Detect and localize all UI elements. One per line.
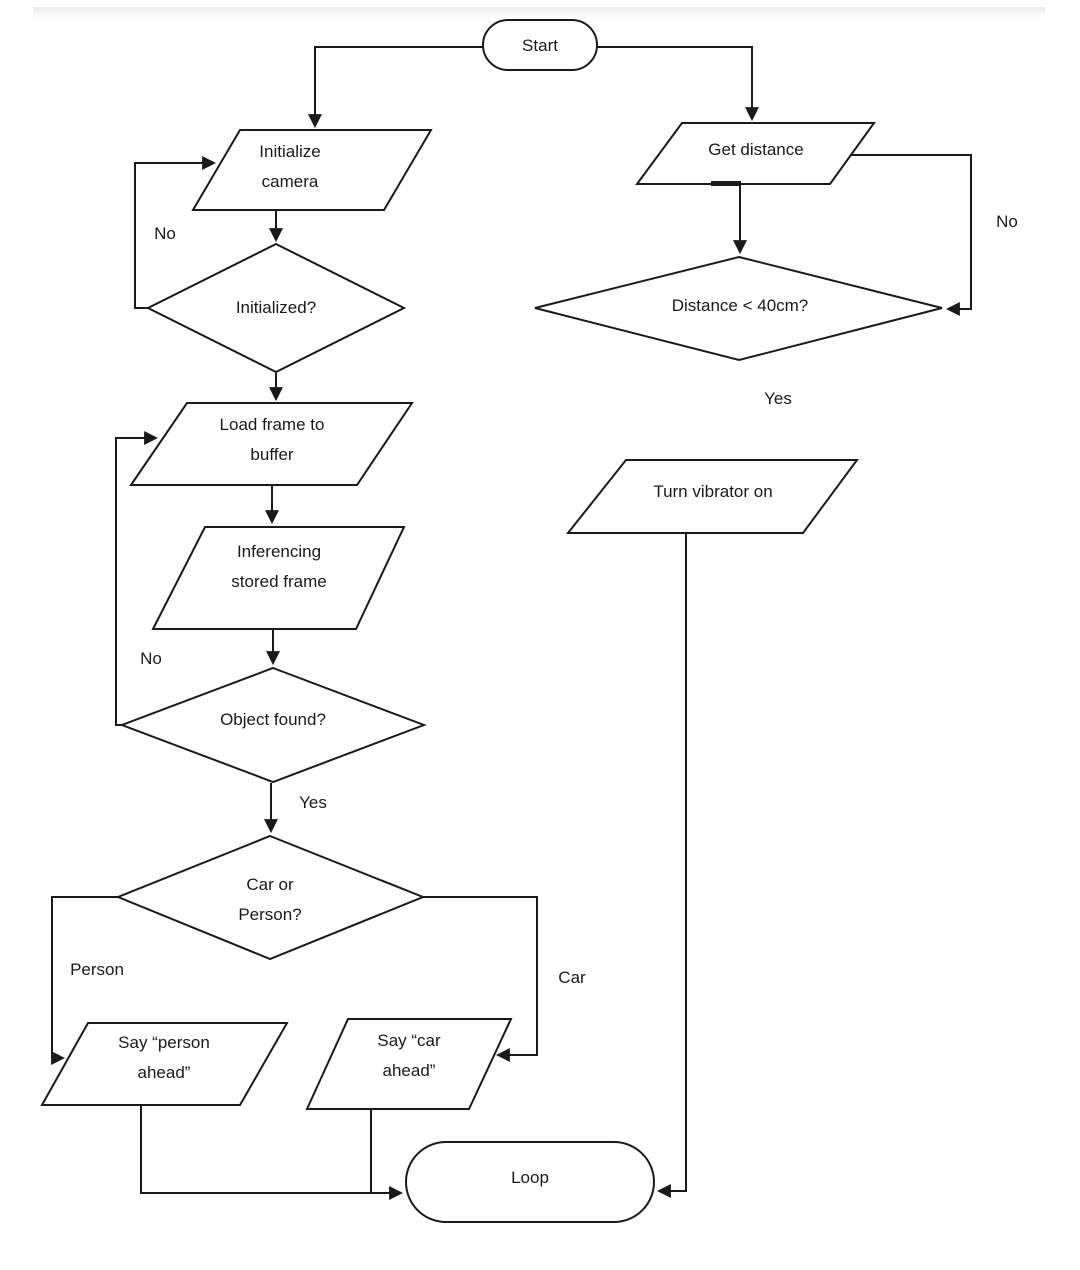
say-person-node (40, 1022, 289, 1106)
connector-say-person-to-loop (140, 1106, 404, 1200)
load-frame-label: Load frame to buffer (220, 410, 325, 470)
label-line: stored frame (231, 572, 327, 591)
initialize-camera-label: Initialize camera (259, 137, 320, 197)
initialize-camera-node (191, 129, 433, 211)
label-line: Say “person (118, 1033, 210, 1052)
connector-start-to-get-distance (597, 46, 759, 122)
connector-object-found-no-loop (115, 431, 159, 726)
start-node (482, 19, 598, 71)
edge-label-yes-distance: Yes (764, 389, 792, 408)
object-found-decision-node (119, 666, 427, 784)
edge-label-yes-object: Yes (299, 793, 327, 812)
start-node-label: Start (522, 36, 558, 55)
label-line: Person? (238, 905, 302, 924)
turn-vibrator-node (565, 459, 859, 534)
edge-label-person: Person (70, 960, 124, 979)
loop-node (405, 1141, 655, 1223)
inferencing-label: Inferencing stored frame (231, 537, 326, 597)
connector-initialized-no-loop (134, 156, 217, 309)
label-line: Initialize (259, 142, 321, 161)
connector-person-branch (51, 896, 118, 1065)
connector-start-to-init-camera (308, 46, 483, 129)
distance-decision-node (534, 255, 943, 362)
get-distance-label: Get distance (708, 140, 804, 159)
label-line: ahead” (137, 1063, 191, 1082)
turn-vibrator-label: Turn vibrator on (653, 482, 773, 501)
label-line: buffer (250, 445, 294, 464)
edge-label-no-object: No (140, 649, 162, 668)
initialized-decision-label: Initialized? (235, 298, 317, 317)
edge-label-car: Car (558, 968, 586, 987)
label-line: Inferencing (236, 542, 322, 561)
distance-decision-label: Distance < 40cm? (671, 296, 809, 315)
say-car-label: Say “car ahead” (377, 1026, 440, 1086)
page-top-edge-shading (33, 7, 1045, 18)
car-or-person-decision-node (115, 834, 426, 961)
say-car-node (305, 1018, 513, 1110)
label-line: camera (261, 172, 319, 191)
connector-car-branch (423, 896, 538, 1062)
edge-label-no-initialized: No (154, 224, 176, 243)
label-line: Load frame to (219, 415, 325, 434)
object-found-decision-label: Object found? (220, 710, 326, 729)
get-distance-edge-bar (711, 181, 741, 186)
label-line: Say “car (377, 1031, 441, 1050)
connector-turn-vibrator-to-loop (656, 534, 687, 1198)
label-line: ahead” (382, 1061, 436, 1080)
connector-distance-no-loop (851, 154, 972, 316)
edge-label-no-distance: No (996, 212, 1018, 231)
inferencing-node (151, 526, 406, 630)
initialized-decision-node (145, 242, 407, 374)
say-person-label: Say “person ahead” (118, 1028, 210, 1088)
load-frame-node (129, 402, 414, 486)
get-distance-node (635, 122, 876, 185)
car-or-person-decision-label: Car or Person? (238, 870, 301, 930)
label-line: Car or (246, 875, 294, 894)
loop-node-label: Loop (511, 1168, 549, 1187)
